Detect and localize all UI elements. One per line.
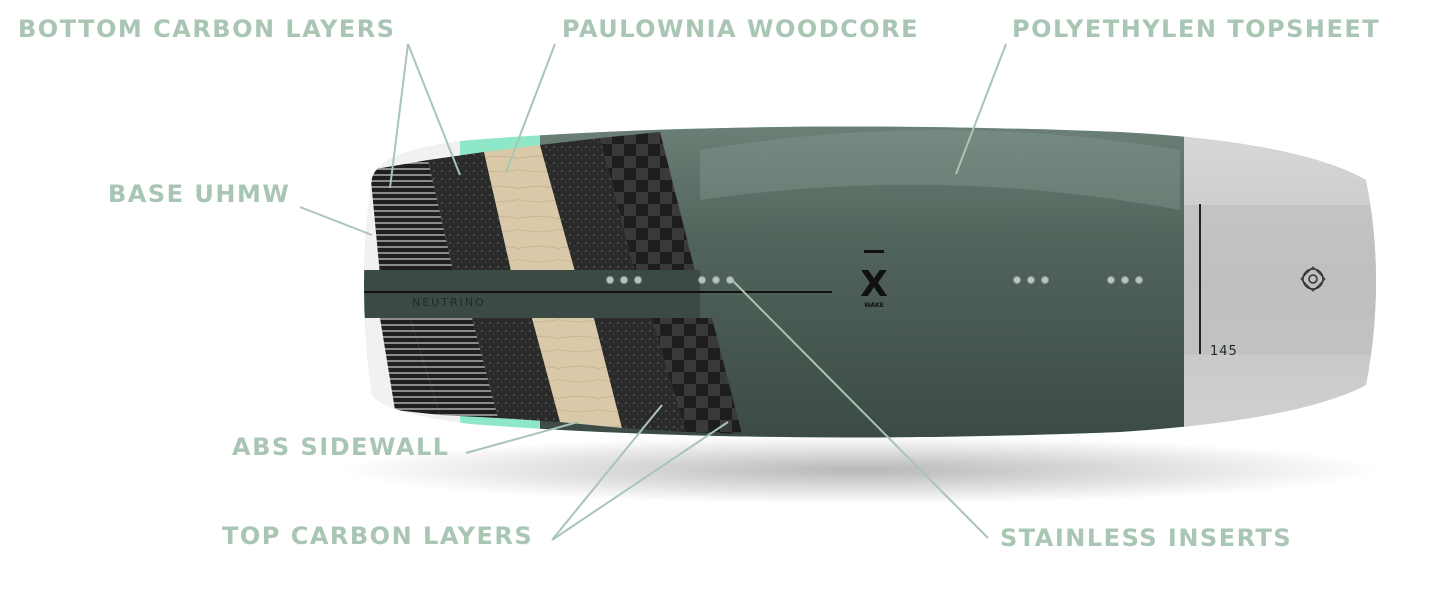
board-size: 145 [1210, 344, 1238, 359]
insert [1013, 276, 1021, 284]
label-bottom-carbon-layers: BOTTOM CARBON LAYERS [18, 15, 396, 43]
insert [620, 276, 628, 284]
model-name: NEUTRINO [412, 296, 486, 309]
leader-topsheet [955, 43, 1007, 175]
leader-woodcore [505, 43, 556, 173]
brand-bar [864, 250, 884, 253]
leader-top-carbon-1 [551, 404, 663, 541]
insert [634, 276, 642, 284]
top-carbon-weave-lower [594, 318, 686, 432]
bottom-carbon-stripe-upper [370, 160, 454, 275]
brand-name: WAKE [864, 302, 884, 309]
label-stainless-inserts: STAINLESS INSERTS [1000, 524, 1292, 552]
woodcore-upper [484, 145, 576, 275]
board-body [364, 126, 1376, 438]
tail-channel [1184, 205, 1376, 355]
leader-bottom-carbon-1 [389, 43, 409, 189]
label-top-carbon-layers: TOP CARBON LAYERS [222, 522, 533, 550]
leader-top-carbon-2 [551, 421, 729, 541]
leader-base [299, 206, 373, 236]
top-carbon-weave-upper [540, 138, 636, 275]
topsheet-sheen [700, 130, 1180, 210]
insert [698, 276, 706, 284]
insert [1121, 276, 1129, 284]
insert [1107, 276, 1115, 284]
top-carbon-checker-lower [652, 318, 742, 434]
bottom-carbon-stripe-lower [380, 318, 440, 415]
leader-sidewall [465, 421, 579, 454]
tail-emblem-icon [1300, 266, 1326, 292]
brand-logo: X WAKE [860, 250, 888, 309]
leader-lines [299, 43, 1007, 541]
brand-mark: X [860, 264, 888, 305]
stainless-inserts [606, 276, 1143, 284]
insert [1027, 276, 1035, 284]
insert [1135, 276, 1143, 284]
carbon-weave-lower [472, 318, 560, 422]
label-abs-sidewall: ABS SIDEWALL [232, 433, 450, 461]
top-carbon-checker-upper [600, 132, 696, 275]
center-spine [364, 270, 700, 318]
insert [726, 276, 734, 284]
leader-bottom-carbon-2 [407, 43, 461, 176]
insert [712, 276, 720, 284]
woodcore-lower [532, 318, 622, 428]
label-paulownia-woodcore: PAULOWNIA WOODCORE [562, 15, 919, 43]
leader-inserts [731, 279, 989, 539]
label-polyethylen-topsheet: POLYETHYLEN TOPSHEET [1012, 15, 1380, 43]
board-shadow [340, 436, 1380, 504]
insert [606, 276, 614, 284]
bottom-carbon-weave-lower [410, 318, 498, 418]
label-base-uhmw: BASE UHMW [108, 180, 290, 208]
insert [1041, 276, 1049, 284]
